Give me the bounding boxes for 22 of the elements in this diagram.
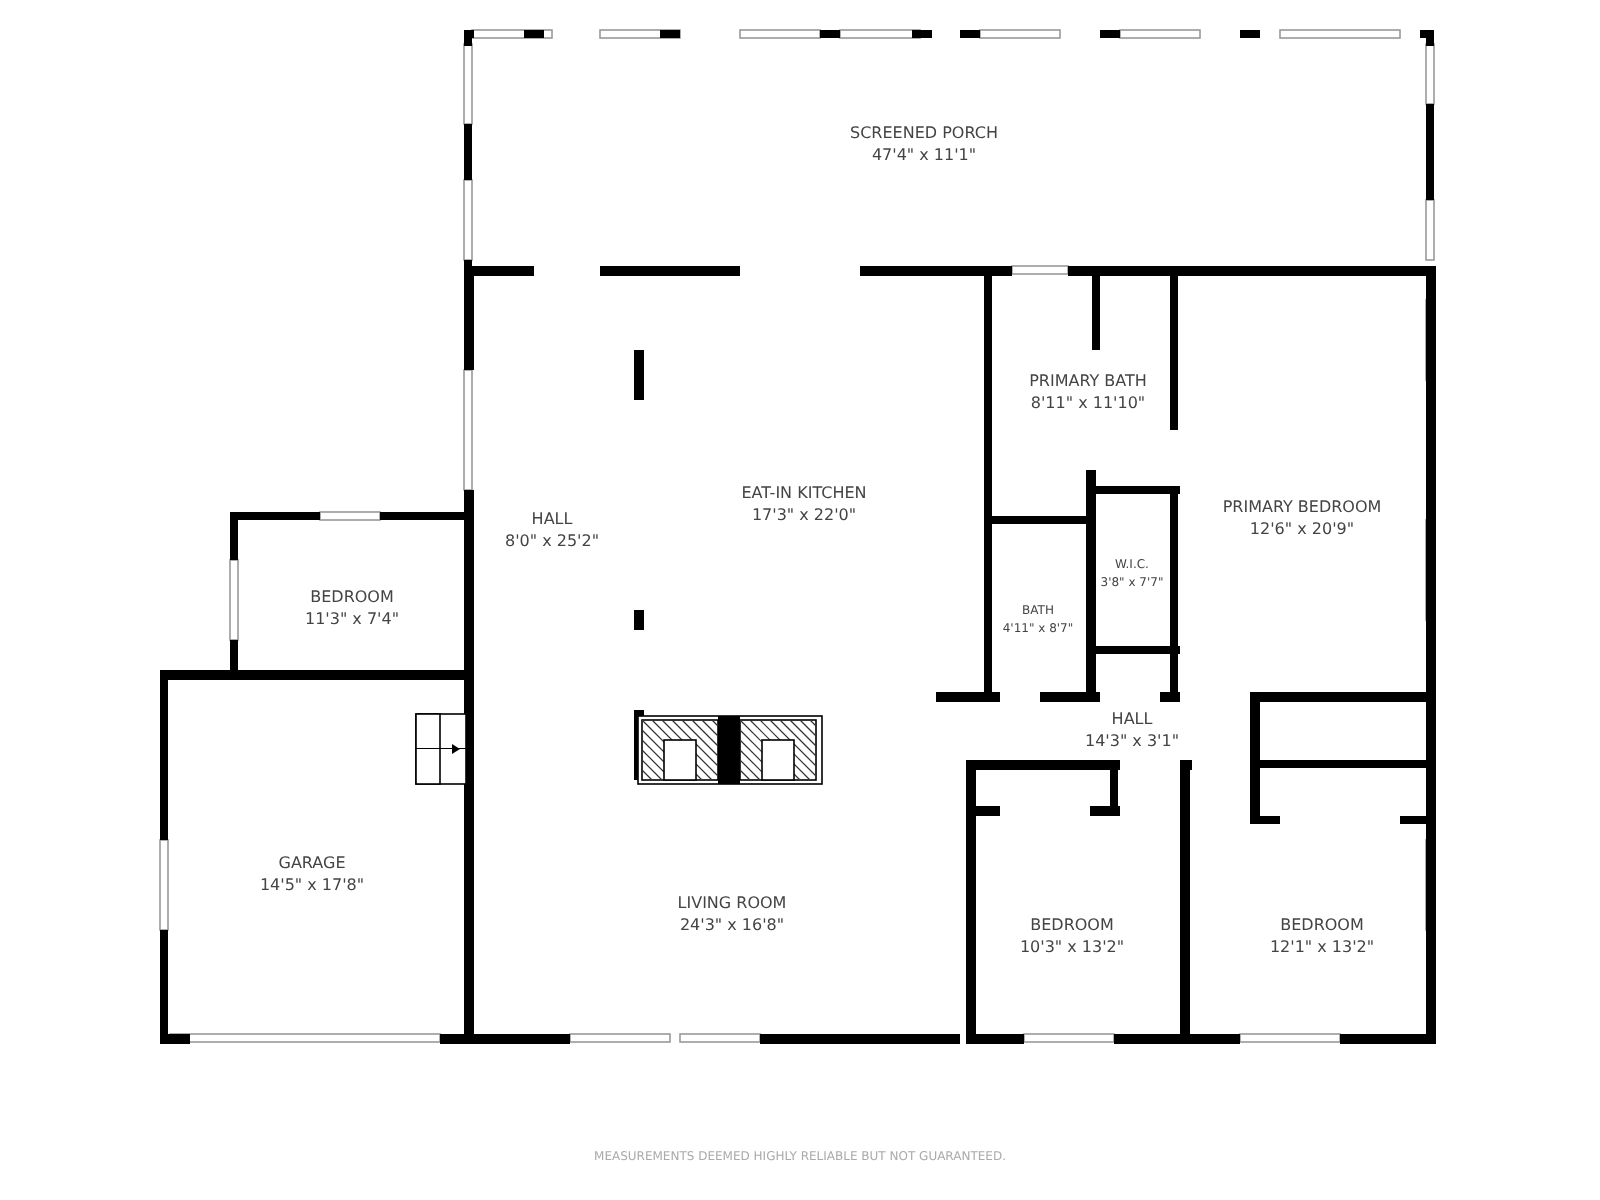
room-name: EAT-IN KITCHEN bbox=[741, 482, 867, 504]
room-name: PRIMARY BATH bbox=[1029, 370, 1147, 392]
room-dimensions: 14'3" x 3'1" bbox=[1084, 730, 1180, 752]
room-name: BEDROOM bbox=[1028, 914, 1116, 936]
room-name: BEDROOM bbox=[308, 586, 396, 608]
room-dimensions: 47'4" x 11'1" bbox=[869, 144, 979, 166]
room-name: SCREENED PORCH bbox=[850, 122, 998, 144]
room-dimensions: 12'6" x 20'9" bbox=[1247, 518, 1357, 540]
room-name: GARAGE bbox=[276, 852, 348, 874]
room-dimensions: 24'3" x 16'8" bbox=[677, 914, 787, 936]
room-dimensions: 11'3" x 7'4" bbox=[304, 608, 400, 630]
room-dimensions: 14'5" x 17'8" bbox=[259, 874, 365, 896]
room-name: BEDROOM bbox=[1278, 914, 1366, 936]
room-dimensions: 8'11" x 11'10" bbox=[1029, 392, 1147, 414]
room-dimensions: 8'0" x 25'2" bbox=[504, 530, 600, 552]
room-dimensions: 12'1" x 13'2" bbox=[1269, 936, 1375, 958]
room-dimensions: 10'3" x 13'2" bbox=[1019, 936, 1125, 958]
room-name: LIVING ROOM bbox=[677, 892, 787, 914]
room-name: HALL bbox=[529, 508, 575, 530]
room-name: PRIMARY BEDROOM bbox=[1222, 496, 1382, 518]
room-dimensions: 17'3" x 22'0" bbox=[749, 504, 859, 526]
room-name: HALL bbox=[1109, 708, 1155, 730]
